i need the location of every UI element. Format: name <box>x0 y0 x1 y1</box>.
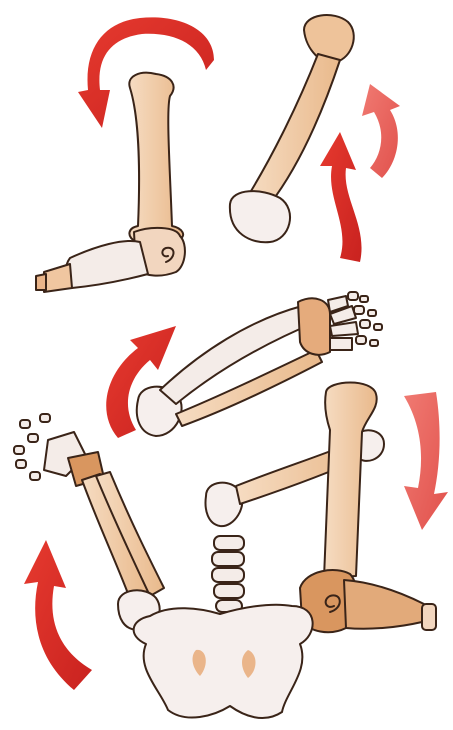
knee-cartilage <box>230 191 290 242</box>
toes-lower <box>422 604 436 630</box>
toes <box>44 264 72 292</box>
pelvis <box>134 605 313 718</box>
curved-arrow-bottom-left-icon <box>24 540 92 690</box>
tibia-bone <box>129 73 183 242</box>
foot-bones <box>66 241 148 288</box>
femur-head <box>304 15 354 63</box>
foot-lower <box>344 580 424 629</box>
femur-shaft <box>248 54 340 204</box>
tibia-lower <box>324 383 377 579</box>
femur-top-right <box>230 15 354 242</box>
curved-arrow-right-upper-icon <box>362 84 400 178</box>
wrist <box>298 298 330 354</box>
vertebrae <box>212 536 244 612</box>
curved-arrow-right-lower-icon <box>320 132 362 262</box>
curved-arrow-right-down-icon <box>404 392 448 530</box>
hand-bones <box>328 292 382 350</box>
lower-leg-foot-top-left <box>36 73 185 292</box>
